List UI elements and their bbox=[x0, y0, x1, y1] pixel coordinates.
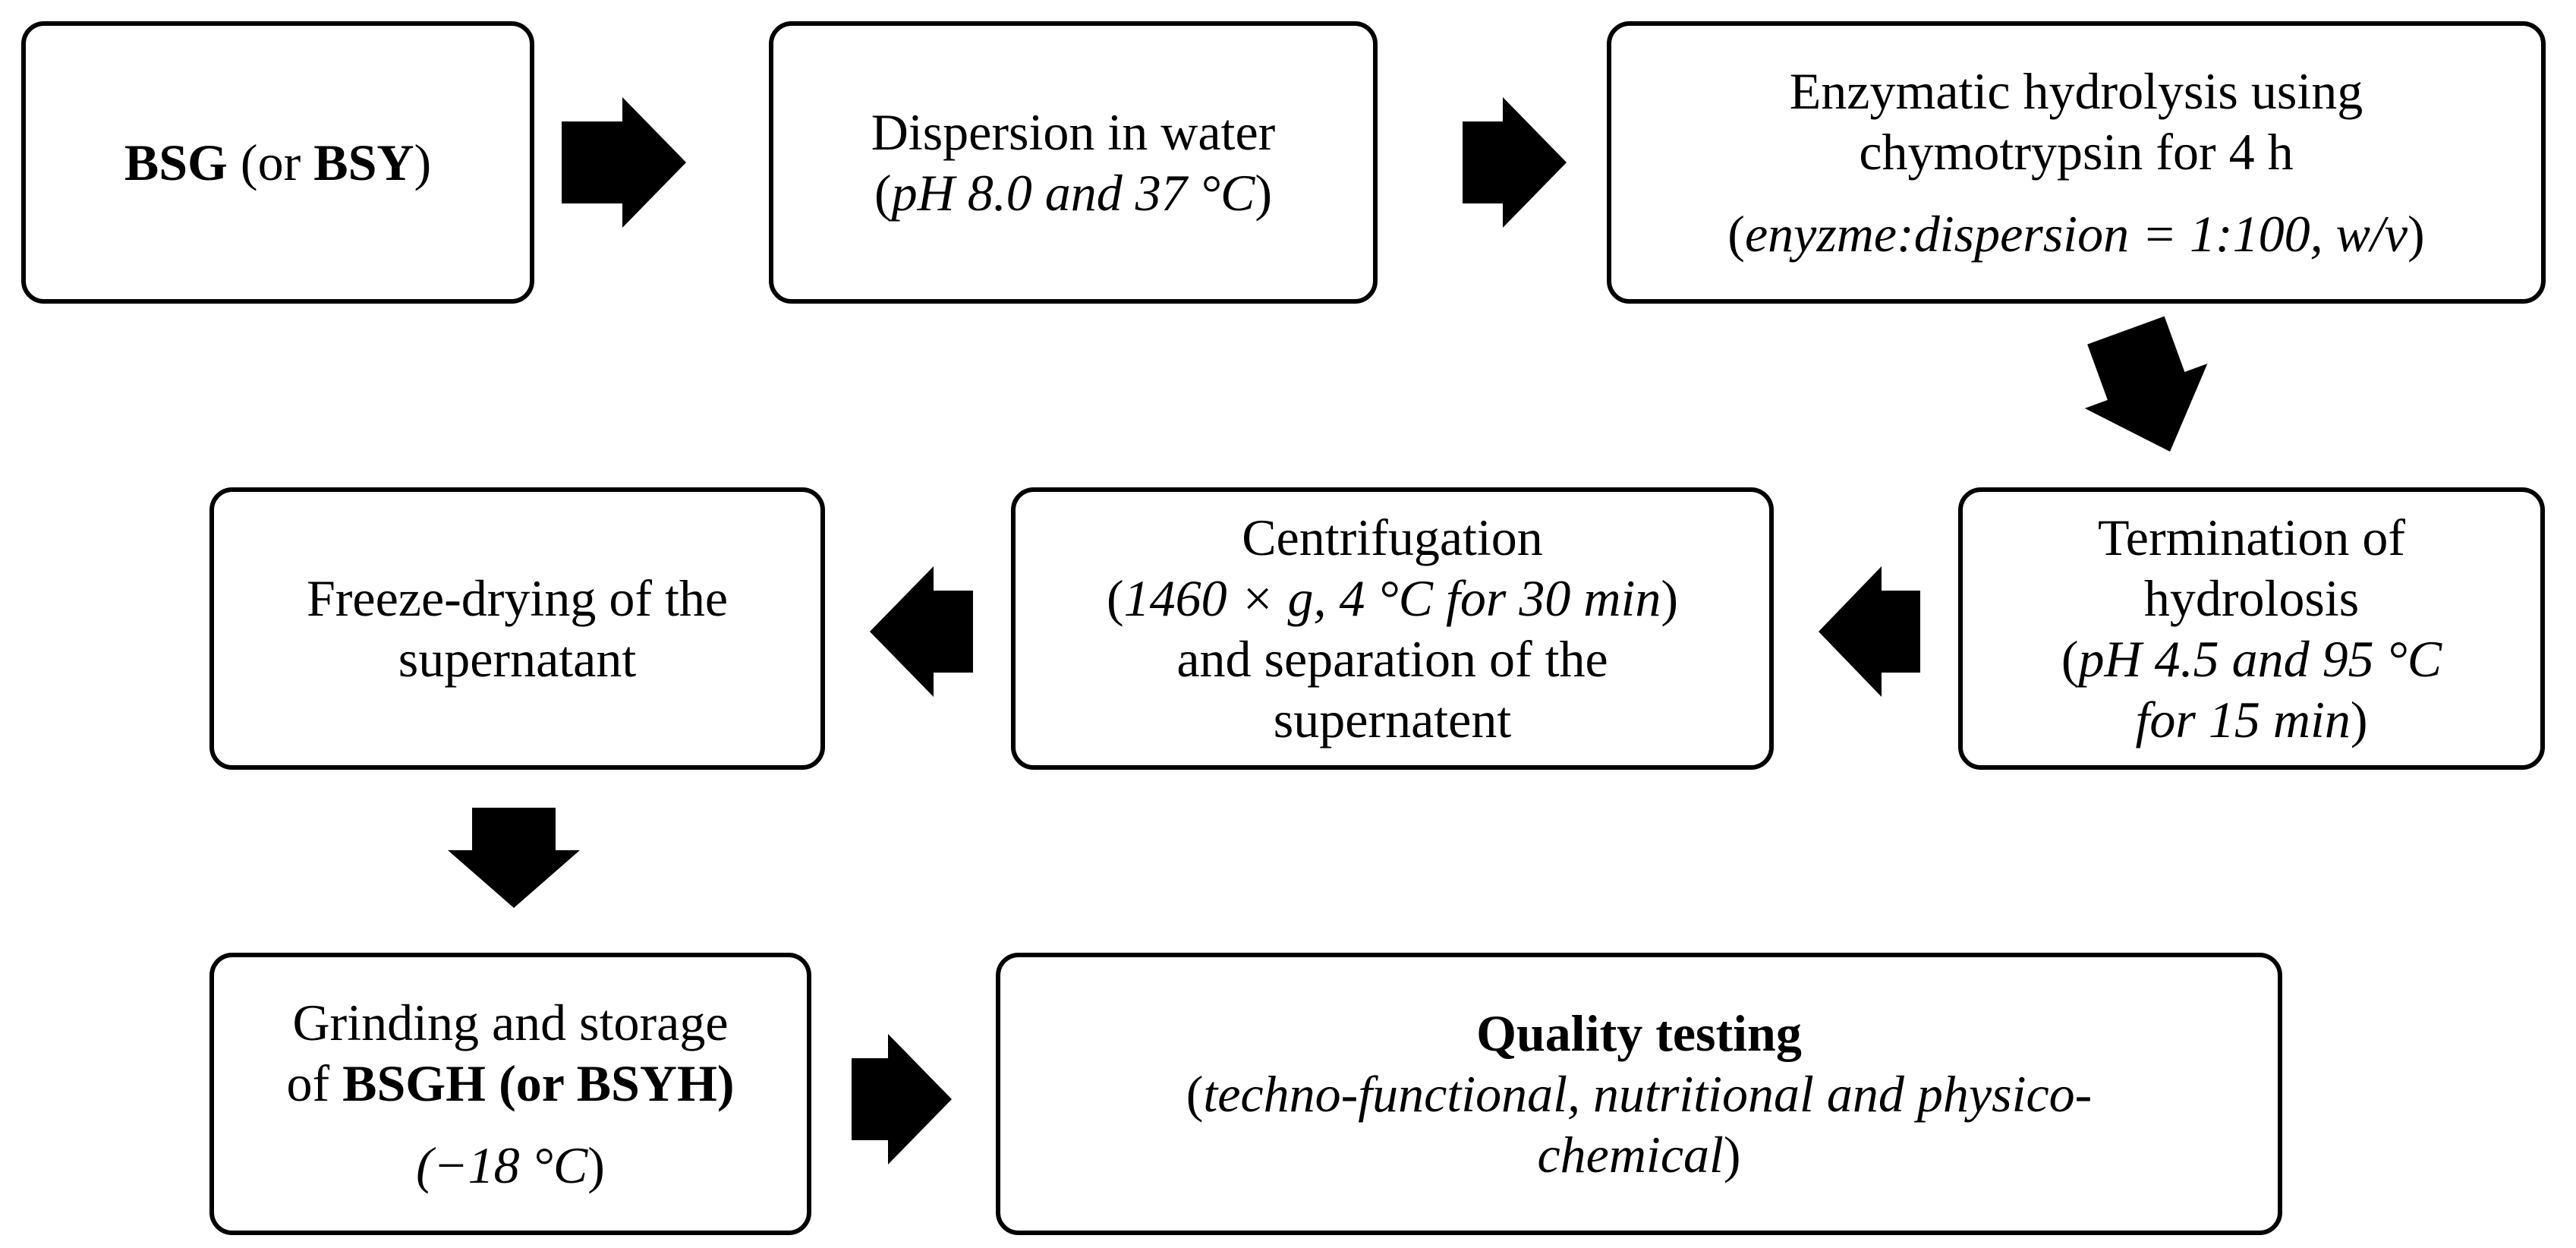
step-title: Grinding and storage bbox=[292, 993, 729, 1051]
paren-text: ) bbox=[2350, 691, 2368, 749]
step-title-cont: supernatent bbox=[1273, 691, 1512, 749]
condition-text: chemical bbox=[1537, 1126, 1724, 1184]
step-title: Quality testing bbox=[1476, 1003, 1802, 1064]
paren-text: (or bbox=[227, 133, 314, 191]
step-box-freeze-drying: Freeze-drying of the supernatant bbox=[209, 487, 825, 770]
step-title-cont: chymotrypsin for 4 h bbox=[1859, 122, 2294, 181]
bsy-term: BSY bbox=[313, 133, 414, 191]
step-box-termination: Termination of hydrolosis (pH 4.5 and 95… bbox=[1958, 487, 2545, 770]
quality-testing-title: Quality testing bbox=[1476, 1004, 1802, 1062]
step-title: Dispersion in water bbox=[871, 102, 1276, 161]
step-box-hydrolysis: Enzymatic hydrolysis using chymotrypsin … bbox=[1607, 21, 2546, 304]
paren-text: ( bbox=[1727, 205, 1745, 263]
step-conditions: (−18 °C) bbox=[416, 1135, 605, 1196]
paren-text: ( bbox=[416, 1136, 433, 1195]
step-label: BSG (or BSY) bbox=[124, 132, 431, 193]
condition-text: enyzme:dispersion = 1:100, w/v bbox=[1744, 205, 2408, 263]
arrow-left-icon bbox=[870, 566, 973, 697]
arrow-right-icon bbox=[562, 97, 686, 228]
step-text: of bbox=[286, 1054, 343, 1112]
step-title: Enzymatic hydrolysis using bbox=[1789, 61, 2363, 120]
step-title: Termination of bbox=[2097, 508, 2405, 566]
paren-text: ) bbox=[1255, 164, 1272, 222]
step-box-bsg: BSG (or BSY) bbox=[21, 21, 534, 304]
step-conditions: (pH 4.5 and 95 °C bbox=[2061, 629, 2442, 689]
step-conditions: (techno-functional, nutritional and phys… bbox=[1186, 1064, 2093, 1124]
condition-text: for 15 min bbox=[2135, 691, 2351, 749]
paren-text: ) bbox=[587, 1136, 605, 1195]
paren-text: ( bbox=[1106, 569, 1124, 627]
bsyh-term: BSYH bbox=[576, 1054, 717, 1112]
bsg-term: BSG bbox=[124, 133, 228, 191]
condition-text: −18 °C bbox=[433, 1136, 588, 1195]
step-title: Freeze-drying of the bbox=[306, 569, 729, 627]
step-title-cont: hydrolosis bbox=[2143, 569, 2360, 627]
condition-text: pH 8.0 and 37 °C bbox=[891, 164, 1255, 222]
step-conditions: (pH 8.0 and 37 °C) bbox=[874, 162, 1272, 223]
step-box-grinding: Grinding and storage of BSGH (or BSYH) (… bbox=[209, 953, 811, 1235]
step-box-quality-testing: Quality testing (techno-functional, nutr… bbox=[996, 953, 2282, 1235]
step-title-cont: of BSGH (or BSYH) bbox=[286, 1053, 734, 1114]
paren-text: ) bbox=[1661, 569, 1679, 627]
paren-text: ( bbox=[2061, 630, 2079, 688]
paren-text: ) bbox=[1723, 1126, 1741, 1184]
step-conditions-cont: chemical) bbox=[1537, 1124, 1740, 1185]
arrow-right-icon bbox=[1463, 97, 1567, 228]
step-title-cont: and separation of the bbox=[1176, 630, 1608, 688]
step-title: Centrifugation bbox=[1242, 508, 1543, 566]
condition-text: pH 4.5 and 95 °C bbox=[2078, 630, 2442, 688]
arrow-down-icon bbox=[2084, 316, 2208, 452]
condition-text: 1460 × g, 4 °C for 30 min bbox=[1123, 569, 1661, 627]
step-conditions: (enyzme:dispersion = 1:100, w/v) bbox=[1727, 203, 2424, 264]
paren-text: ( bbox=[874, 164, 892, 222]
arrow-down-icon bbox=[448, 808, 580, 908]
step-conditions: (1460 × g, 4 °C for 30 min) bbox=[1107, 568, 1678, 629]
arrow-left-icon bbox=[1819, 566, 1920, 697]
step-title-cont: supernatant bbox=[398, 630, 637, 688]
paren-text: ) bbox=[414, 133, 432, 191]
bsgh-term: BSGH bbox=[342, 1054, 487, 1112]
arrow-right-icon bbox=[852, 1034, 952, 1164]
condition-text: techno-functional, nutritional and physi… bbox=[1203, 1064, 2093, 1123]
step-box-dispersion: Dispersion in water (pH 8.0 and 37 °C) bbox=[769, 21, 1378, 304]
paren-text: ) bbox=[716, 1054, 735, 1112]
paren-text: ) bbox=[2408, 205, 2425, 263]
paren-text: ( bbox=[1186, 1064, 1204, 1123]
paren-text: (or bbox=[486, 1054, 577, 1112]
step-conditions-cont: for 15 min) bbox=[2135, 689, 2367, 750]
step-box-centrifugation: Centrifugation (1460 × g, 4 °C for 30 mi… bbox=[1011, 487, 1774, 770]
